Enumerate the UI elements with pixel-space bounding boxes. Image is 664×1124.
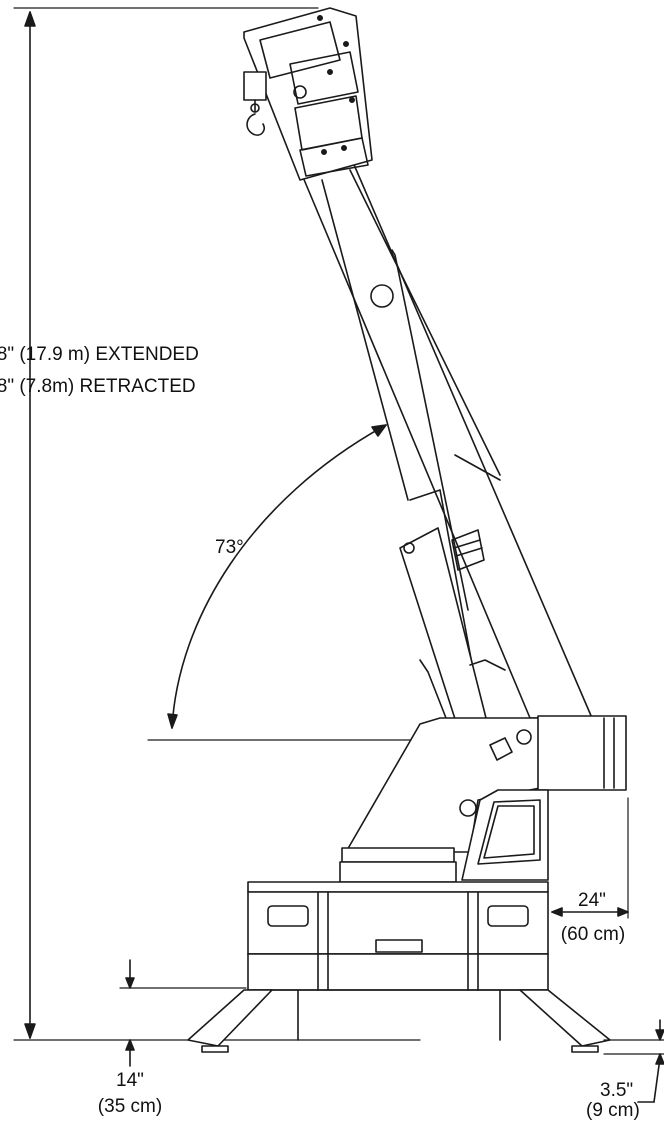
slew-ring — [339, 847, 457, 883]
operator-cab — [461, 789, 549, 881]
hook-block — [243, 71, 267, 136]
chassis — [247, 881, 549, 1041]
tail-swing-cm-label: (60 cm) — [560, 924, 626, 945]
pad-height-inches-label: 3.5" — [600, 1080, 634, 1101]
boom-angle-label: 73° — [215, 537, 244, 558]
tail-swing-inches-label: 24" — [578, 890, 606, 911]
height-extended-label: 58'8" (17.9 m) EXTENDED — [0, 344, 199, 365]
tail-swing-dimension — [551, 797, 629, 919]
ground-clearance-dimension — [119, 959, 247, 1067]
telescopic-boom — [243, 7, 593, 719]
ground-clearance-cm-label: (35 cm) — [97, 1096, 163, 1117]
boom-angle-dimension — [147, 424, 421, 741]
pad-height-dimension — [603, 1019, 664, 1103]
left-outrigger — [187, 989, 273, 1053]
height-retracted-label: 25'8" (7.8m) RETRACTED — [0, 376, 196, 397]
pad-height-cm-label: (9 cm) — [586, 1100, 640, 1121]
ground-clearance-inches-label: 14" — [116, 1070, 144, 1091]
right-outrigger — [519, 989, 611, 1053]
